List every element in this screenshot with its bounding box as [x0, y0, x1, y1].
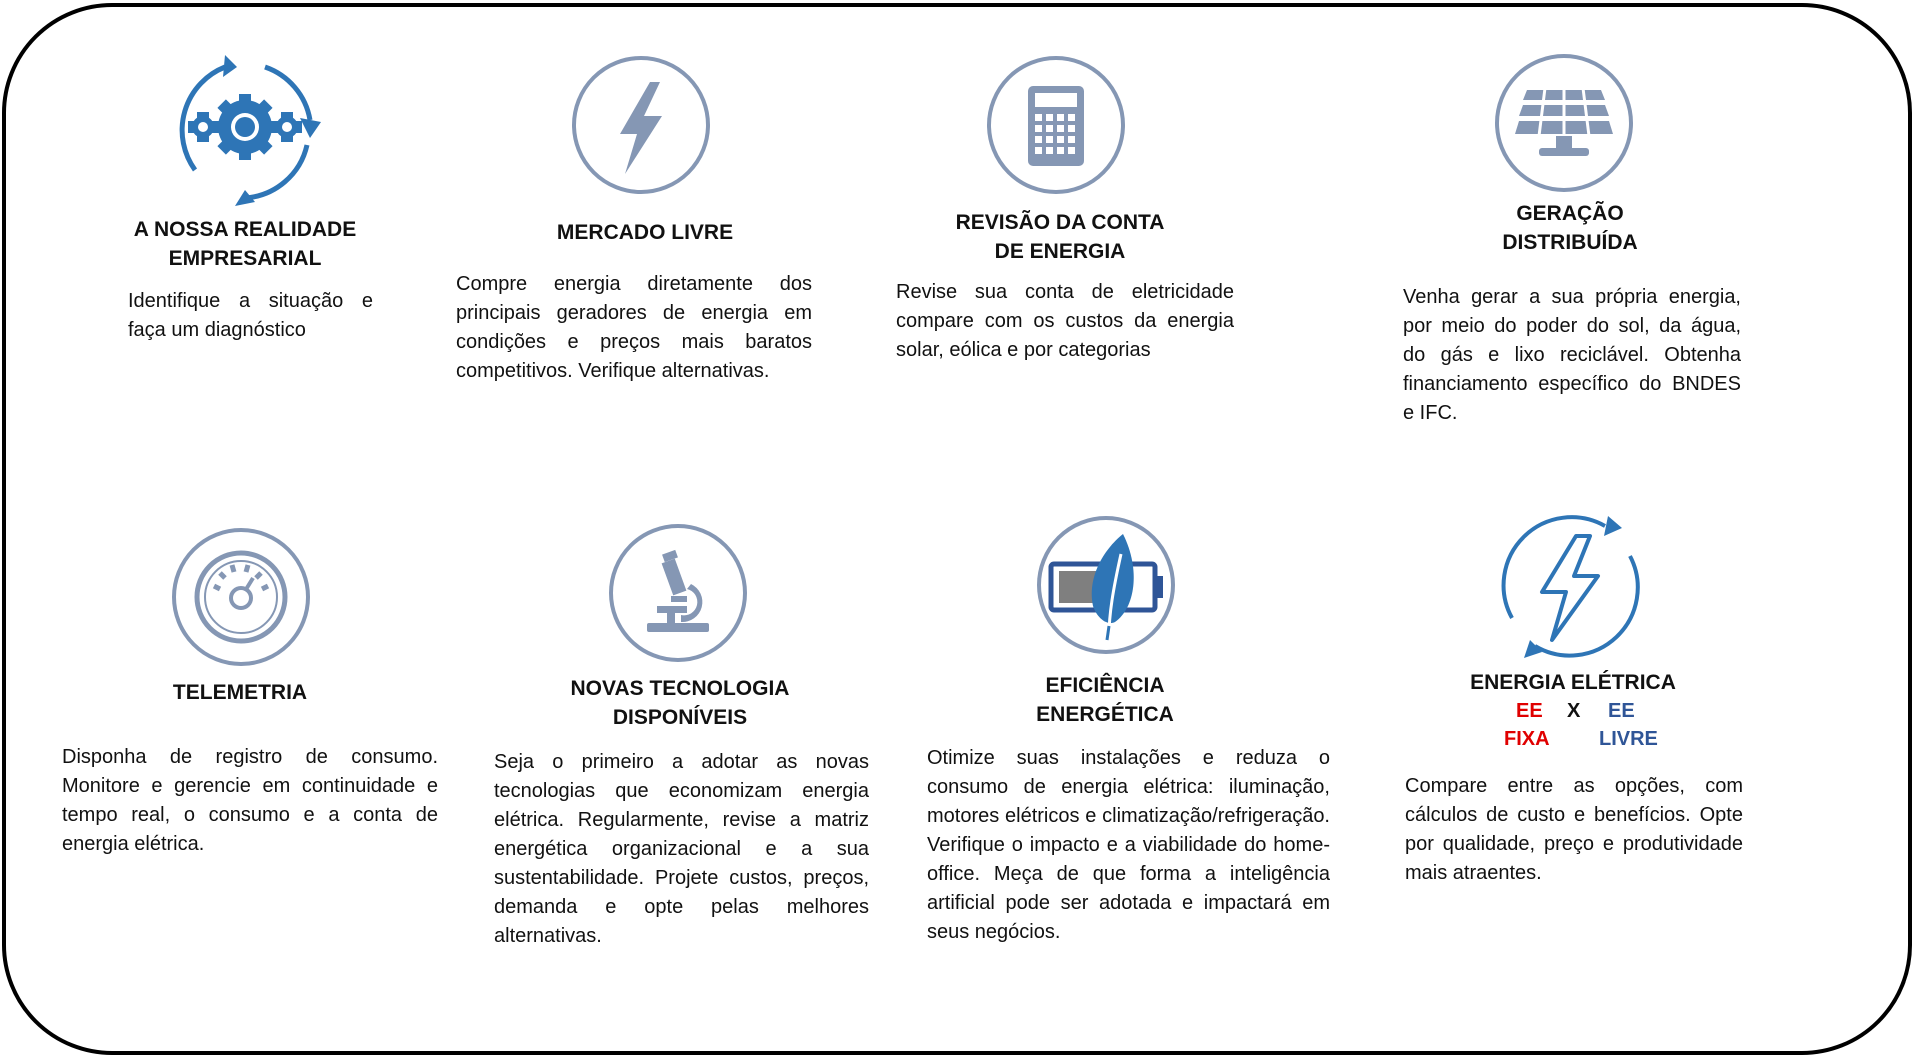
- card-description: Otimize suas instalações e reduza o cons…: [927, 747, 1330, 943]
- gauge-meter-icon: [172, 528, 310, 666]
- energy-comparison: EE X EE FIXA LIVRE: [1500, 697, 1680, 757]
- calculator-icon: [987, 56, 1125, 194]
- ee-fixa-label-bottom: FIXA: [1504, 728, 1550, 750]
- ee-livre-label-top: EE: [1608, 700, 1635, 722]
- ee-livre-label-bottom: LIVRE: [1599, 728, 1658, 750]
- card-title: A NOSSA REALIDADE EMPRESARIAL: [133, 218, 357, 270]
- leaf-battery-icon: [1037, 516, 1175, 654]
- card-description: Revise sua conta de eletricidade compare…: [896, 281, 1234, 361]
- card-description: Identifique a situação e faça um diagnós…: [128, 290, 373, 341]
- card-title: TELEMETRIA: [172, 681, 308, 704]
- card-title: MERCADO LIVRE: [556, 221, 734, 244]
- gears-cycle-icon: [179, 55, 321, 206]
- ee-fixa-label-top: EE: [1516, 700, 1543, 722]
- lightning-cycle-icon: [1501, 515, 1640, 658]
- card-description: Seja o primeiro a adotar as novas tecnol…: [494, 751, 869, 947]
- card-description: Venha gerar a sua própria energia, por m…: [1403, 286, 1741, 424]
- card-description: Disponha de registro de consumo. Monitor…: [62, 746, 438, 855]
- card-description: Compare entre as opções, com cálculos de…: [1405, 775, 1743, 884]
- card-title: NOVAS TECNOLOGIA DISPONÍVEIS: [570, 677, 790, 729]
- card-title: EFICIÊNCIA ENERGÉTICA: [1036, 674, 1174, 726]
- card-title: REVISÃO DA CONTA DE ENERGIA: [955, 211, 1165, 263]
- card-title: GERAÇÃO DISTRIBUÍDA: [1502, 202, 1638, 254]
- microscope-icon: [609, 524, 747, 662]
- comparison-separator: X: [1567, 700, 1581, 722]
- solar-panel-icon: [1495, 54, 1633, 192]
- lightning-icon: [572, 56, 710, 194]
- card-title: ENERGIA ELÉTRICA: [1470, 671, 1676, 694]
- card-description: Compre energia diretamente dos principai…: [456, 273, 812, 382]
- rounded-frame: [2, 3, 1912, 1055]
